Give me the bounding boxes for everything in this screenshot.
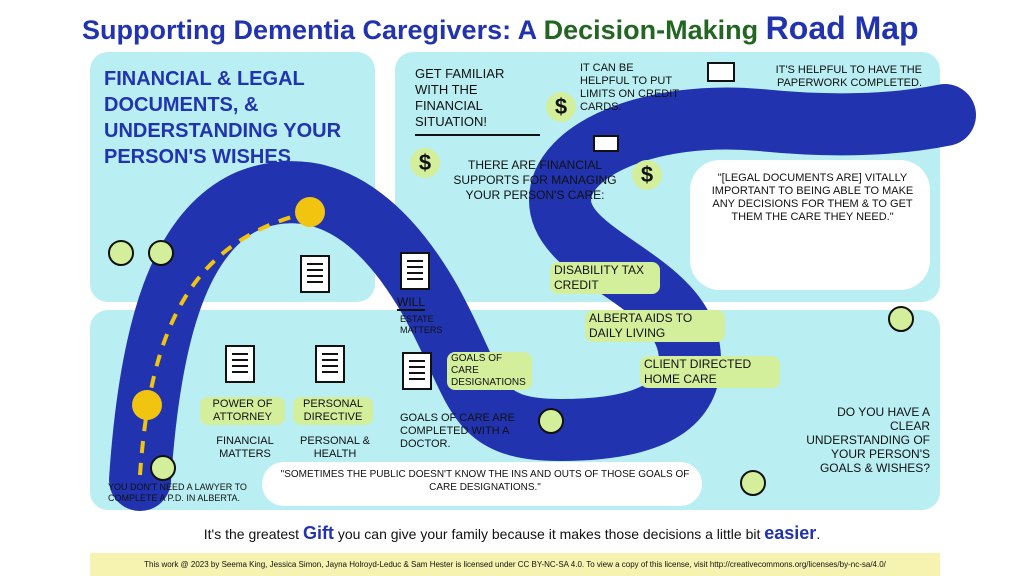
road-centerline xyxy=(138,210,311,476)
program-disability-tax-credit: Disability Tax Credit xyxy=(550,262,660,294)
goc-title: Goals of Care Designations xyxy=(447,352,532,390)
financial-heading: Get familiar with the financial situatio… xyxy=(415,66,540,136)
license-footer: This work @ 2023 by Seema King, Jessica … xyxy=(90,553,940,576)
public-quote-cloud xyxy=(262,462,702,506)
dollar-icon: $ xyxy=(410,148,440,178)
goals-question: Do you have a clear understanding of you… xyxy=(806,405,930,475)
will-desc: Estate matters xyxy=(400,314,443,335)
road-end-marker xyxy=(295,197,325,227)
legal-quote: "[Legal documents are] vitally important… xyxy=(711,172,914,223)
credit-card-icon xyxy=(593,135,619,152)
person-icon xyxy=(148,240,174,266)
poa-title: Power of Attorney xyxy=(200,397,285,425)
paperwork-icon xyxy=(707,62,735,82)
documents-icon xyxy=(300,255,330,293)
dollar-icon: $ xyxy=(546,92,576,122)
thinking-face-icon xyxy=(740,470,766,496)
pd-document-icon xyxy=(315,345,345,383)
page-title: Supporting Dementia Caregivers: A Decisi… xyxy=(82,10,919,46)
program-alberta-aids: Alberta Aids to Daily Living xyxy=(585,310,725,342)
tagline: It's the greatest Gift you can give your… xyxy=(203,523,821,543)
lawyer-note: You don't need a lawyer to complete a P.… xyxy=(108,482,247,503)
speaker-face-icon xyxy=(888,306,914,332)
caregiver-with-document-icon xyxy=(150,455,176,481)
program-client-directed-home-care: Client Directed Home Care xyxy=(640,356,780,388)
goc-document-icon xyxy=(402,352,432,390)
road xyxy=(109,84,976,511)
will-document-icon xyxy=(400,252,430,290)
credit-cards-note: It can be helpful to put limits on credi… xyxy=(580,62,679,113)
left-panel-heading: Financial & Legal Documents, & Understan… xyxy=(104,68,342,168)
will-title: Will xyxy=(397,295,426,311)
dollar-icon: $ xyxy=(632,160,662,190)
road-start-marker xyxy=(132,390,162,420)
goc-desc: Goals of care are completed with a docto… xyxy=(400,412,515,450)
doctor-icon xyxy=(538,408,564,434)
paperwork-note: It's helpful to have the paperwork compl… xyxy=(775,64,922,89)
financial-supports-note: There are financial supports for managin… xyxy=(453,158,617,202)
poa-desc: Financial matters xyxy=(216,435,274,460)
legal-quote-cloud xyxy=(690,160,930,290)
pd-title: Personal Directive xyxy=(293,397,373,425)
public-quote: "Sometimes the public doesn't know the i… xyxy=(280,469,690,493)
caregiver-icon xyxy=(108,240,134,266)
poa-document-icon xyxy=(225,345,255,383)
